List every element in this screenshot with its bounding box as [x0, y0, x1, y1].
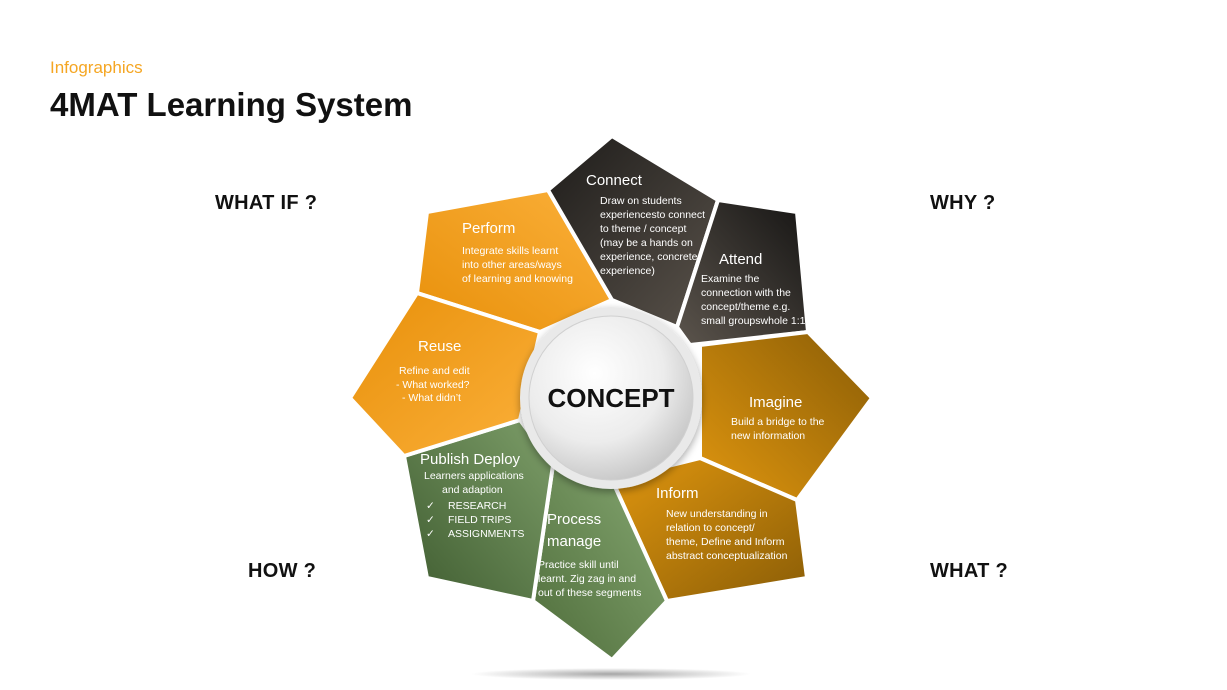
segment-publish-checklist-item: FIELD TRIPS	[448, 514, 511, 526]
segment-reuse-shape[interactable]	[347, 290, 543, 459]
checkmark-icon: ✓	[426, 514, 435, 526]
segment-publish-checklist-item: RESEARCH	[448, 500, 506, 512]
page-title: 4MAT Learning System	[50, 86, 413, 123]
ground-shadow	[471, 668, 751, 680]
segment-connect-line: experience, concrete	[600, 251, 698, 263]
segment-process-line: out of these segments	[538, 587, 641, 599]
segment-attend-line: concept/theme e.g.	[701, 301, 790, 313]
segment-connect-line: to theme / concept	[600, 223, 686, 235]
segment-imagine-line: new information	[731, 430, 805, 442]
segment-inform-line: New understanding in	[666, 508, 768, 520]
segment-process-line: Practice skill until	[538, 559, 619, 571]
segment-process-title: Process	[547, 511, 601, 528]
segment-process-line: learnt. Zig zag in and	[538, 573, 636, 585]
segment-publish-line: and adaption	[442, 484, 503, 496]
segment-connect-line: experiencesto connect	[600, 209, 705, 221]
segment-perform-line: Integrate skills learnt	[462, 245, 558, 257]
subtitle: Infographics	[50, 58, 143, 77]
quadrant-label-why: WHY ?	[930, 192, 996, 214]
segment-reuse-line: - What didn’t	[402, 392, 461, 404]
segment-process-title: manage	[547, 533, 601, 550]
segment-inform-line: relation to concept/	[666, 522, 755, 534]
center-label: CONCEPT	[547, 383, 674, 413]
quadrant-label-what: WHAT ?	[930, 560, 1009, 582]
segment-perform-line: into other areas/ways	[462, 259, 562, 271]
segment-imagine-line: Build a bridge to the	[731, 416, 825, 428]
segment-inform-line: abstract conceptualization	[666, 550, 788, 562]
segment-perform-line: of learning and knowing	[462, 273, 573, 285]
segment-attend-title: Attend	[719, 251, 762, 268]
segment-reuse-line: Refine and edit	[399, 365, 470, 377]
segment-inform-title: Inform	[656, 485, 699, 502]
segment-attend-line: Examine the	[701, 273, 760, 285]
segment-imagine-title: Imagine	[749, 394, 802, 411]
segment-connect-title: Connect	[586, 172, 643, 189]
segment-publish-title: Publish Deploy	[420, 451, 521, 468]
segment-publish-line: Learners applications	[424, 470, 524, 482]
checkmark-icon: ✓	[426, 528, 435, 540]
quadrant-label-what-if: WHAT IF ?	[215, 192, 318, 214]
quadrant-label-how: HOW ?	[248, 560, 317, 582]
segment-publish-checklist-item: ASSIGNMENTS	[448, 528, 524, 540]
segment-inform-line: theme, Define and Inform	[666, 536, 785, 548]
segment-reuse-title: Reuse	[418, 338, 461, 355]
checkmark-icon: ✓	[426, 500, 435, 512]
segment-connect-line: Draw on students	[600, 195, 682, 207]
segment-connect-line: experience)	[600, 265, 655, 277]
center-circle[interactable]	[528, 315, 694, 481]
segment-attend-line: small groupswhole 1:1	[701, 315, 806, 327]
segment-perform-title: Perform	[462, 220, 515, 237]
segment-connect-line: (may be a hands on	[600, 237, 693, 249]
segment-reuse-line: - What worked?	[396, 379, 470, 391]
segment-attend-line: connection with the	[701, 287, 791, 299]
